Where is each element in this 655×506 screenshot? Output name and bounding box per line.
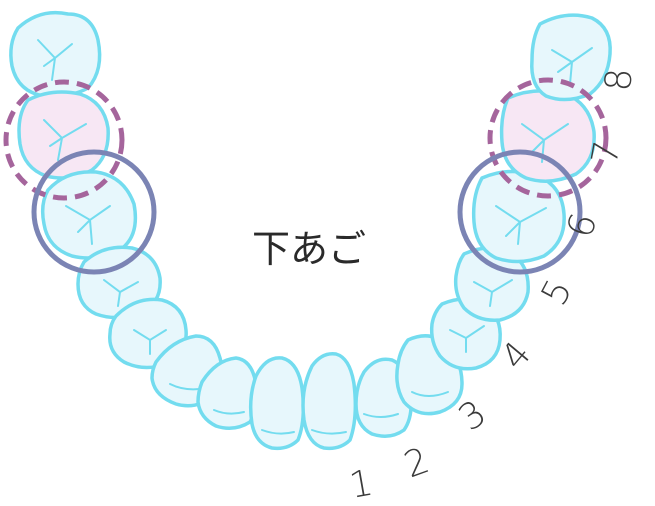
tooth-left-7 [19,92,108,178]
tooth-number-6: 6 [560,208,606,242]
tooth-number-7: 7 [584,138,628,168]
jaw-title: 下あご [252,227,366,271]
tooth-left-6 [43,172,136,258]
tooth-right-7 [502,91,595,181]
tooth-right-1 [303,354,355,449]
tooth-number-1: 1 [346,463,376,506]
tooth-right-6 [474,171,565,261]
tooth-left-1 [251,358,304,449]
tooth-number-2: 2 [399,440,435,486]
tooth-number-8: 8 [598,67,640,93]
tooth-number-5: 5 [534,273,581,312]
